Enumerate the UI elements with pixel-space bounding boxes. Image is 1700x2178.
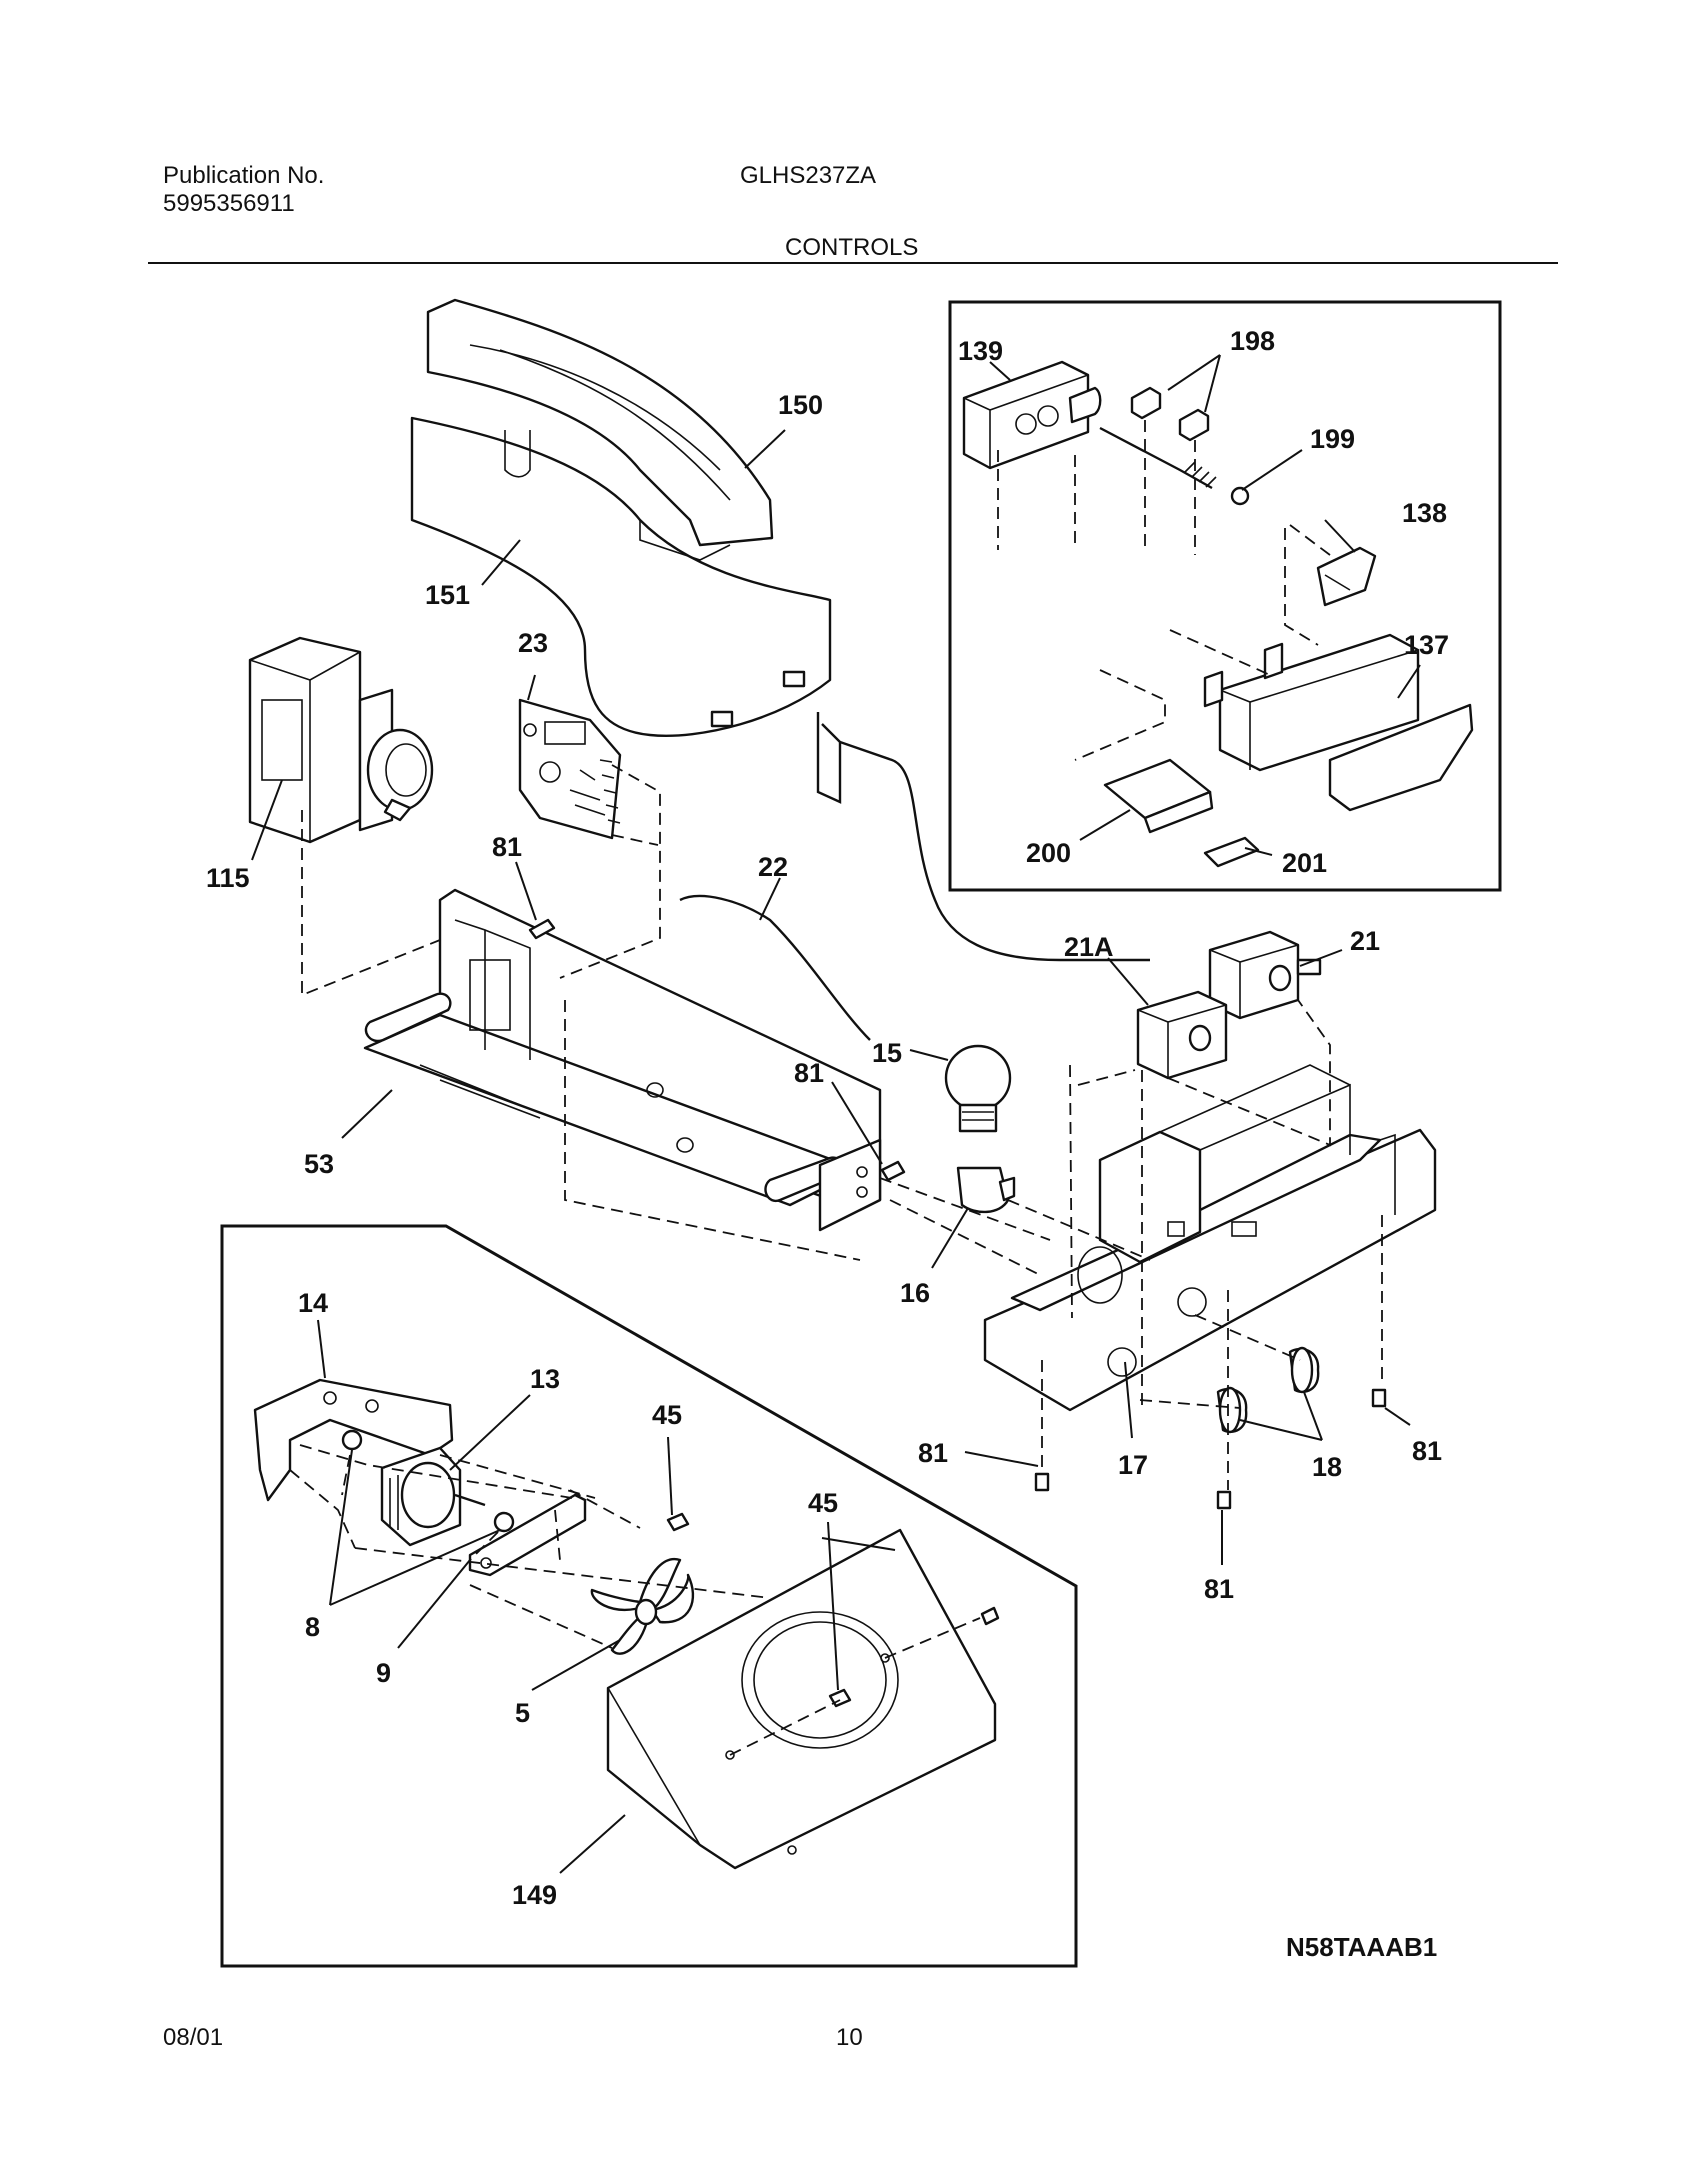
fan-assembly-inset — [220, 1224, 1078, 1968]
callout-21: 21 — [1350, 926, 1380, 956]
callout-198: 198 — [1230, 326, 1275, 356]
dispenser-label-201-part — [1203, 836, 1260, 868]
defrost-timer-part — [248, 636, 434, 844]
callout-22: 22 — [758, 852, 788, 882]
callout-201: 201 — [1282, 848, 1327, 878]
footer-date: 08/01 — [163, 2024, 224, 2051]
section-title: CONTROLS — [785, 234, 919, 261]
capillary-tube-part — [679, 712, 1150, 1041]
dispenser-arm-137-part — [1203, 633, 1474, 812]
callout-14: 14 — [298, 1288, 328, 1318]
publication-label: Publication No. — [163, 162, 325, 189]
callout-151: 151 — [425, 580, 470, 610]
dispenser-pad-200-part — [1103, 758, 1214, 834]
callout-138: 138 — [1402, 498, 1447, 528]
fan-motor-13-part — [380, 1446, 486, 1547]
model-number: GLHS237ZA — [740, 162, 877, 189]
grommet-8-parts — [341, 1429, 515, 1533]
dispenser-spring-199-part — [1099, 426, 1250, 506]
publication-number: 5995356911 — [163, 190, 295, 217]
callout-81-box-bottom: 81 — [1204, 1574, 1234, 1604]
callout-81-box-right: 81 — [1412, 1436, 1442, 1466]
callout-81-bulb: 81 — [794, 1058, 824, 1088]
callout-200: 200 — [1026, 838, 1071, 868]
callout-13: 13 — [530, 1364, 560, 1394]
thermostat-21-part — [1208, 930, 1322, 1020]
header-rule — [148, 262, 1558, 264]
thermostat-21a-part — [1136, 990, 1228, 1080]
callout-5: 5 — [515, 1698, 530, 1728]
callout-21a: 21A — [1064, 932, 1114, 962]
callout-23: 23 — [518, 628, 548, 658]
fan-bracket-14-part — [253, 1378, 454, 1502]
callout-150: 150 — [778, 390, 823, 420]
dispenser-clip-198-parts — [1130, 386, 1210, 442]
callout-8: 8 — [305, 1612, 320, 1642]
callout-45-motor: 45 — [652, 1400, 682, 1430]
control-box-part — [983, 1064, 1437, 1412]
callout-53: 53 — [304, 1149, 334, 1179]
screw-81-parts — [528, 918, 1387, 1510]
callout-18: 18 — [1312, 1452, 1342, 1482]
footer-page-number: 10 — [836, 2024, 863, 2051]
light-bulb-part — [944, 1044, 1012, 1133]
drawing-code: N58TAAAB1 — [1286, 1932, 1437, 1962]
control-board-part — [518, 698, 622, 840]
fan-cover-149-part — [606, 1528, 997, 1870]
control-knob-parts — [1216, 1346, 1320, 1434]
dispenser-switch-inset — [948, 300, 1502, 892]
callout-17: 17 — [1118, 1450, 1148, 1480]
callout-9: 9 — [376, 1658, 391, 1688]
callout-81-box-left: 81 — [918, 1438, 948, 1468]
light-socket-part — [956, 1166, 1016, 1214]
dispenser-switch-139-part — [962, 360, 1102, 470]
control-housing-part — [363, 888, 882, 1232]
fan-blade-5-part — [590, 1557, 695, 1655]
air-duct-part — [410, 298, 832, 737]
assembly-lines — [289, 420, 1383, 1756]
callout-15: 15 — [872, 1038, 902, 1068]
callout-45-cover: 45 — [808, 1488, 838, 1518]
callout-199: 199 — [1310, 424, 1355, 454]
dispenser-actuator-138-part — [1316, 546, 1377, 607]
callout-139: 139 — [958, 336, 1003, 366]
callout-149: 149 — [512, 1880, 557, 1910]
callout-leaders — [251, 354, 1421, 1874]
callout-115: 115 — [206, 863, 250, 893]
callout-81-housing: 81 — [492, 832, 522, 862]
callout-137: 137 — [1404, 630, 1449, 660]
callout-16: 16 — [900, 1278, 930, 1308]
callout-labels: 150 151 23 115 81 22 53 15 81 16 21A 21 … — [206, 326, 1449, 1910]
